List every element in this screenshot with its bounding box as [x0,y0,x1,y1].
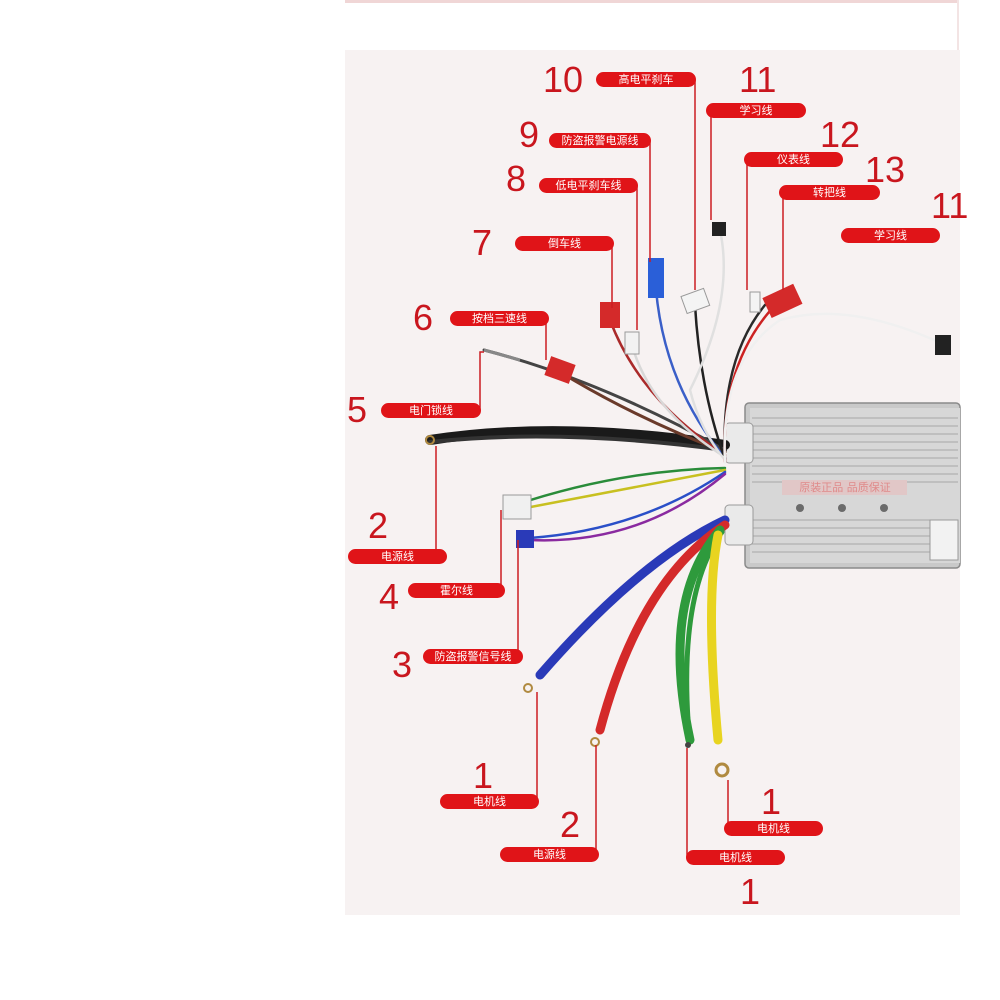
leader-lines [435,80,784,857]
annotation-label-learn-wire-right: 学习线 [841,228,940,243]
wire-bundle [425,228,947,745]
annotation-number-2-bottom: 2 [560,804,581,845]
annotation-number-6: 6 [413,297,434,338]
annotation-number-1-right: 1 [761,781,782,822]
annotation-label-high-level-brake: 高电平刹车 [596,72,696,87]
annotation-number-5: 5 [347,389,368,430]
top-border-line [345,0,957,3]
controller-sticker: 原装正品 品质保证 [799,480,891,494]
annotation-label-power-wire-bottom: 电源线 [500,847,599,862]
annotation-label-antitheft-signal: 防盗报警信号线 [423,649,523,664]
annotation-label-power-wire-left: 电源线 [348,549,447,564]
annotation-label-hall-wire: 霍尔线 [408,583,505,598]
annotation-number-1-bottom: 1 [740,871,761,912]
annotation-number-3: 3 [392,644,413,685]
annotation-number-11-right: 11 [931,185,969,226]
annotation-label-throttle-wire: 转把线 [779,185,880,200]
annotation-label-motor-wire-right: 电机线 [724,821,823,836]
annotation-number-13: 13 [865,149,906,190]
annotation-label-reverse-wire: 倒车线 [515,236,614,251]
annotation-label-motor-wire-left: 电机线 [440,794,539,809]
annotation-label-three-speed-wire: 按档三速线 [450,311,549,326]
annotation-number-7: 7 [472,222,493,263]
annotation-label-antitheft-power: 防盗报警电源线 [549,133,651,148]
right-border-line [957,0,959,50]
annotation-number-12: 12 [820,114,861,155]
annotation-number-10: 10 [543,59,584,100]
annotation-number-11-top: 11 [739,59,777,100]
controller-box [724,402,961,569]
annotation-number-8: 8 [506,158,527,199]
annotation-number-2-left: 2 [368,505,389,546]
annotation-label-learn-wire-top: 学习线 [706,103,806,118]
annotation-number-4: 4 [379,576,400,617]
annotation-number-9: 9 [519,114,540,155]
connectors [425,222,951,778]
annotation-number-1-left: 1 [473,755,494,796]
annotation-label-meter-wire: 仪表线 [744,152,843,167]
annotation-label-low-level-brake: 低电平刹车线 [539,178,638,193]
annotation-label-ignition-lock-wire: 电门锁线 [381,403,481,418]
annotation-label-motor-wire-bottom: 电机线 [686,850,785,865]
